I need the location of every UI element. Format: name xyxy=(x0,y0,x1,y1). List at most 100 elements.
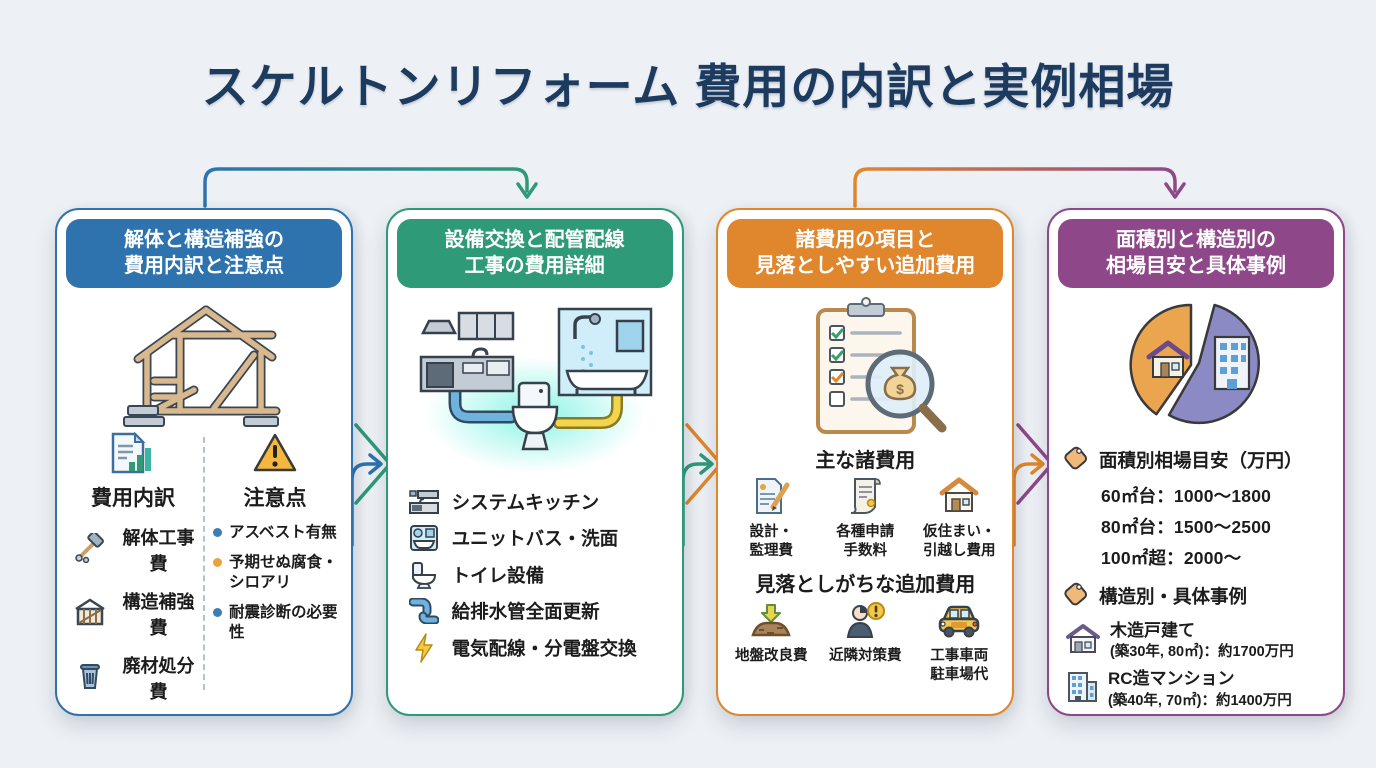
top-arrow-2-icon xyxy=(853,167,1186,208)
top-arrow-1-icon xyxy=(203,167,538,208)
card-title-line: 相場目安と具体事例 xyxy=(1105,255,1286,278)
cost-item-label: 構造補強費 xyxy=(122,592,195,638)
structure-example: 木造戸建て (築30年, 80㎡)：約1700万円 xyxy=(1065,621,1331,662)
kitchen-bath-toilet-icon xyxy=(388,292,682,478)
rc-building-icon xyxy=(1065,670,1099,709)
kitchen-icon xyxy=(408,489,440,515)
example-name: RC造マンション xyxy=(1107,669,1235,689)
card-market-price: 面積別と構造別の 相場目安と具体事例 xyxy=(1046,208,1345,716)
caution-bullet: 耐震診断の必要性 xyxy=(213,603,343,642)
main-fees-heading: 主な諸費用 xyxy=(815,449,916,472)
caution-label: 耐震診断の必要性 xyxy=(229,604,338,641)
fee-cell: 近隣対策費 xyxy=(819,601,912,685)
equipment-label: 給排水管全面更新 xyxy=(451,600,600,622)
area-price-row: 100㎡超：2000〜 xyxy=(1100,547,1242,568)
cost-breakdown-heading: 費用内訳 xyxy=(91,487,175,510)
card-equipment-header: 設備交換と配管配線 工事の費用詳細 xyxy=(396,219,673,288)
caution-bullet: 予期せぬ腐食・シロアリ xyxy=(213,553,343,592)
fee-cell: 各種申請 手数料 xyxy=(819,477,912,561)
wood-house-icon xyxy=(1065,623,1101,660)
trash-icon xyxy=(73,661,107,696)
equipment-list: システムキッチン ユニットバス・洗面 xyxy=(388,478,682,680)
caution-column: 注意点 アスベスト有無 予期せぬ腐食・シロアリ 耐震診断の必要性 xyxy=(205,431,345,704)
card-market-price-header: 面積別と構造別の 相場目安と具体事例 xyxy=(1057,219,1334,288)
card-demolition-body: 費用内訳 解体工事費 xyxy=(57,431,351,714)
pie-house-building-icon xyxy=(1049,292,1343,438)
house-frame-icon xyxy=(57,292,351,431)
equipment-item: ユニットバス・洗面 xyxy=(408,524,668,552)
extra-fees-row: 地盤改良費 近隣対策費 xyxy=(718,597,1012,685)
bath-icon xyxy=(408,524,440,552)
example-detail: (築30年, 80㎡)：約1700万円 xyxy=(1109,644,1294,661)
caution-label: アスベスト有無 xyxy=(229,524,337,541)
card-misc-fees: 諸費用の項目と 見落としやすい追加費用 xyxy=(716,208,1015,716)
card-demolition: 解体と構造補強の 費用内訳と注意点 xyxy=(55,208,353,716)
fee-label: 工事車両 駐車場代 xyxy=(930,648,989,684)
fee-cell: 設計・ 監理費 xyxy=(725,477,818,561)
cost-item: 解体工事費 xyxy=(73,524,203,576)
card-title-line: 面積別と構造別の xyxy=(1115,229,1276,251)
fee-cell: 仮住まい・ 引越し費用 xyxy=(913,477,1006,561)
card-title-line: 設備交換と配管配線 xyxy=(444,229,625,251)
equipment-item: 給排水管全面更新 xyxy=(408,597,668,624)
warning-icon xyxy=(249,433,301,479)
checklist-magnifier-icon: $ xyxy=(718,292,1012,442)
structure-heading: 構造別・具体事例 xyxy=(1098,586,1247,608)
cards-row: 解体と構造補強の 費用内訳と注意点 xyxy=(55,208,1345,716)
cost-breakdown-column: 費用内訳 解体工事費 xyxy=(63,431,203,704)
caution-bullet: アスベスト有無 xyxy=(213,523,343,542)
cost-doc-icon xyxy=(107,431,159,479)
fee-label: 設計・ 監理費 xyxy=(749,523,794,559)
equipment-label: ユニットバス・洗面 xyxy=(451,527,619,549)
caution-label: 予期せぬ腐食・シロアリ xyxy=(229,554,338,591)
area-price-row: 60㎡台：1000〜1800 xyxy=(1100,485,1272,506)
caution-heading: 注意点 xyxy=(243,487,307,510)
fee-label: 仮住まい・ 引越し費用 xyxy=(923,523,996,559)
structure-heading-row: 構造別・具体事例 xyxy=(1061,580,1331,613)
fee-label: 近隣対策費 xyxy=(829,648,902,665)
bullet-dot xyxy=(213,558,222,568)
page-title: スケルトンリフォーム 費用の内訳と実例相場 xyxy=(201,60,1175,113)
main-fees-row: 設計・ 監理費 各種申請 手数料 xyxy=(718,473,1012,561)
card-title-line: 工事の費用詳細 xyxy=(464,255,605,278)
equipment-label: トイレ設備 xyxy=(451,564,545,586)
equipment-item: システムキッチン xyxy=(408,489,668,515)
area-price-heading-row: 面積別相場目安（万円） xyxy=(1061,444,1331,477)
area-price-section: 面積別相場目安（万円） 60㎡台：1000〜1800 80㎡台：1500〜250… xyxy=(1049,438,1343,570)
cost-item-label: 解体工事費 xyxy=(122,528,195,574)
ground-icon xyxy=(749,604,793,643)
cost-item-label: 廃材処分費 xyxy=(122,656,195,702)
card-demolition-header: 解体と構造補強の 費用内訳と注意点 xyxy=(66,219,342,288)
neighbor-icon xyxy=(844,602,886,643)
card-equipment: 設備交換と配管配線 工事の費用詳細 xyxy=(385,208,684,716)
tag-icon xyxy=(1061,444,1091,477)
toilet-icon xyxy=(408,561,440,589)
cost-item: 廃材処分費 xyxy=(73,652,203,704)
bullet-dot xyxy=(213,528,222,537)
fee-cell: 工事車両 駐車場代 xyxy=(913,601,1006,685)
example-name: 木造戸建て xyxy=(1109,620,1195,640)
frame-icon xyxy=(73,597,107,632)
sledgehammer-icon xyxy=(73,530,107,568)
area-price-heading: 面積別相場目安（万円） xyxy=(1098,450,1303,472)
equipment-item: トイレ設備 xyxy=(408,561,668,589)
card-misc-fees-header: 諸費用の項目と 見落としやすい追加費用 xyxy=(727,219,1004,288)
example-detail: (築40年, 70㎡)：約1400万円 xyxy=(1107,692,1292,709)
scroll-icon xyxy=(847,477,883,519)
extra-fees-heading: 見落としがちな追加費用 xyxy=(755,574,976,597)
cost-item: 構造補強費 xyxy=(73,588,203,640)
car-icon xyxy=(936,606,982,643)
card-title-line: 見落としやすい追加費用 xyxy=(755,255,976,278)
area-price-row: 80㎡台：1500〜2500 xyxy=(1100,516,1272,537)
column-divider xyxy=(203,437,205,690)
bolt-icon xyxy=(408,633,440,663)
tag-icon xyxy=(1061,580,1091,613)
structure-example: RC造マンション (築40年, 70㎡)：約1400万円 xyxy=(1065,669,1331,710)
equipment-label: 電気配線・分電盤交換 xyxy=(451,637,637,659)
house-small-icon xyxy=(938,477,980,519)
design-doc-icon xyxy=(751,477,791,519)
equipment-item: 電気配線・分電盤交換 xyxy=(408,633,668,663)
card-title-line: 解体と構造補強の xyxy=(124,229,284,251)
fee-cell: 地盤改良費 xyxy=(725,601,818,685)
card-title-line: 諸費用の項目と xyxy=(795,229,936,251)
